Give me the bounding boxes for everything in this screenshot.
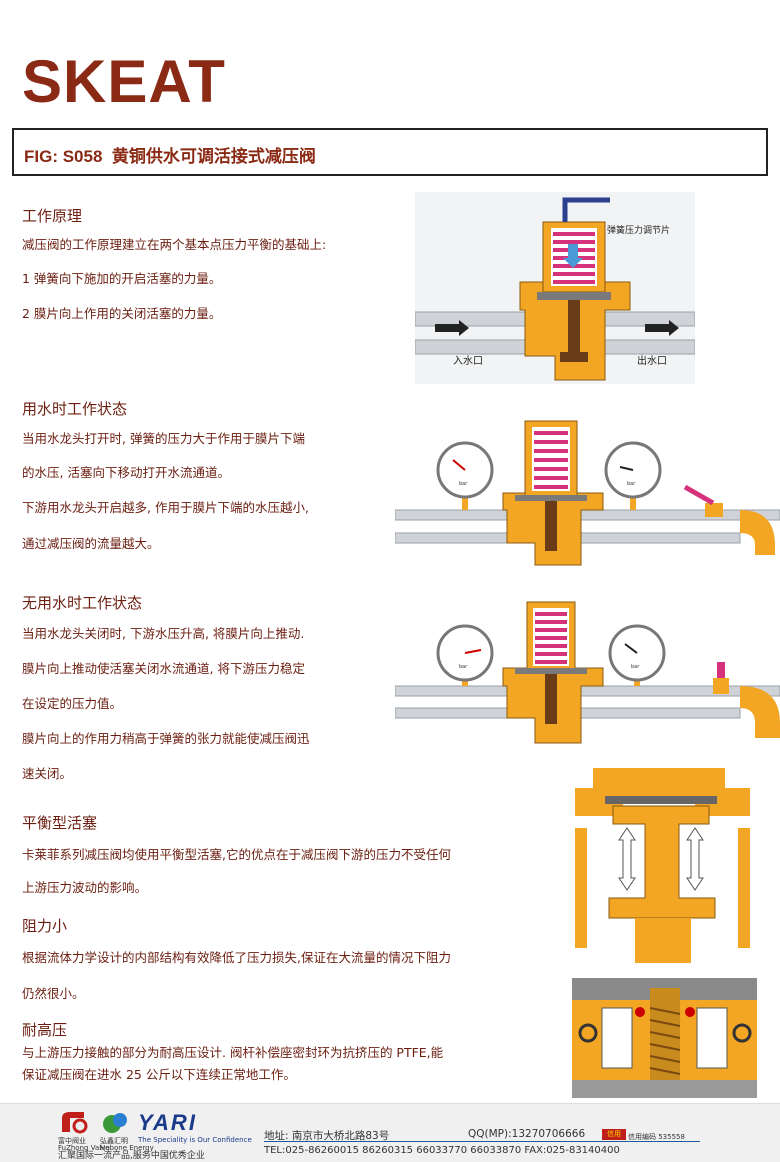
figure-title-bar: FIG: S058 黄铜供水可调活接式减压阀 (12, 128, 768, 176)
heading-low-resistance: 阻力小 (22, 917, 68, 935)
in-use-line-2: 的水压, 活塞向下移动打开水流通道。 (22, 465, 230, 480)
gauge-3-unit: bar (459, 664, 468, 670)
footer-address: 地址: 南京市大桥北路83号 (264, 1130, 390, 1142)
footer-qq: QQ(MP):13270706666 (468, 1128, 586, 1140)
footer-slogan: 汇聚国际一流产品,服务中国优秀企业 (58, 1151, 205, 1161)
heading-high-pressure: 耐高压 (22, 1021, 68, 1039)
high-pressure-line-2: 保证减压阀在进水 25 公斤以下连续正常地工作。 (22, 1067, 296, 1082)
high-pressure-line-1: 与上游压力接触的部分为耐高压设计. 阀杆补偿座密封环为抗挤压的 PTFE,能 (22, 1045, 444, 1060)
low-resistance-line-1: 根据流体力学设计的内部结构有效降低了压力损失,保证在大流量的情况下阻力 (22, 950, 451, 965)
credit-badge: 信用 (602, 1129, 626, 1140)
inlet-label: 入水口 (453, 355, 483, 367)
gauge-2-unit: bar (627, 481, 636, 487)
gauge-1-unit: bar (459, 481, 468, 487)
figure-code: FIG: S058 (24, 147, 103, 166)
hongxin-logo-icon (103, 1113, 127, 1133)
fuzhong-logo-icon (62, 1112, 88, 1134)
heading-in-use: 用水时工作状态 (22, 400, 128, 418)
no-use-valve-diagram: bar bar (395, 601, 780, 744)
principle-line-2: 1 弹簧向下施加的开启活塞的力量。 (22, 271, 222, 286)
principle-line-1: 减压阀的工作原理建立在两个基本点压力平衡的基础上: (22, 237, 327, 252)
in-use-valve-diagram: bar bar (395, 420, 780, 566)
balance-line-1: 卡莱菲系列减压阀均使用平衡型活塞,它的优点在于减压阀下游的压力不受任何 (22, 847, 451, 862)
no-use-line-1: 当用水龙头关闭时, 下游水压升高, 将膜片向上推动. (22, 626, 305, 641)
logo3-sub: The Speciality is Our Confidence (138, 1136, 252, 1144)
footer-tel-fax: TEL:025-86260015 86260315 66033770 66033… (264, 1145, 620, 1156)
heading-no-use: 无用水时工作状态 (22, 594, 143, 612)
balanced-piston-diagram (575, 768, 750, 963)
outlet-label: 出水口 (637, 354, 667, 367)
figure-title: 黄铜供水可调活接式减压阀 (111, 147, 316, 166)
balance-line-2: 上游压力波动的影响。 (22, 880, 148, 895)
yari-logo-text: YARI (138, 1110, 197, 1135)
logo2-sub: Hobone Energy (100, 1144, 154, 1152)
no-use-line-4: 膜片向上的作用力稍高于弹簧的张力就能使减压阀迅 (22, 731, 310, 746)
footer: 富中阀业 FuZhong Valve 弘鑫汇明 Hobone Energy YA… (0, 1103, 780, 1162)
spring-plate-label: 弹簧压力调节片 (607, 224, 670, 236)
in-use-line-3: 下游用水龙头开启越多, 作用于膜片下端的水压越小, (22, 500, 309, 515)
heading-balance: 平衡型活塞 (22, 814, 98, 832)
no-use-line-3: 在设定的压力值。 (22, 696, 123, 711)
footer-credit: 信用编码 535558 (628, 1133, 685, 1141)
principle-valve-diagram: 弹簧压力调节片 入水口 出水口 (415, 192, 695, 384)
in-use-line-1: 当用水龙头打开时, 弹簧的压力大于作用于膜片下端 (22, 431, 305, 446)
gauge-4-unit: bar (631, 664, 640, 670)
logo2-name: 弘鑫汇明 (100, 1137, 128, 1145)
footer-divider (264, 1141, 700, 1142)
seal-detail-diagram (572, 978, 757, 1098)
logo1-name: 富中阀业 (58, 1137, 86, 1145)
brand-logo-text: SKEAT (22, 48, 226, 115)
no-use-line-2: 膜片向上推动使活塞关闭水流通道, 将下游压力稳定 (22, 661, 305, 676)
no-use-line-5: 速关闭。 (22, 766, 73, 781)
principle-line-3: 2 膜片向上作用的关闭活塞的力量。 (22, 306, 222, 321)
heading-principle: 工作原理 (22, 207, 83, 225)
in-use-line-4: 通过减压阀的流量越大。 (22, 536, 160, 551)
logo1-sub: FuZhong Valve (58, 1144, 110, 1152)
low-resistance-line-2: 仍然很小。 (22, 986, 85, 1001)
